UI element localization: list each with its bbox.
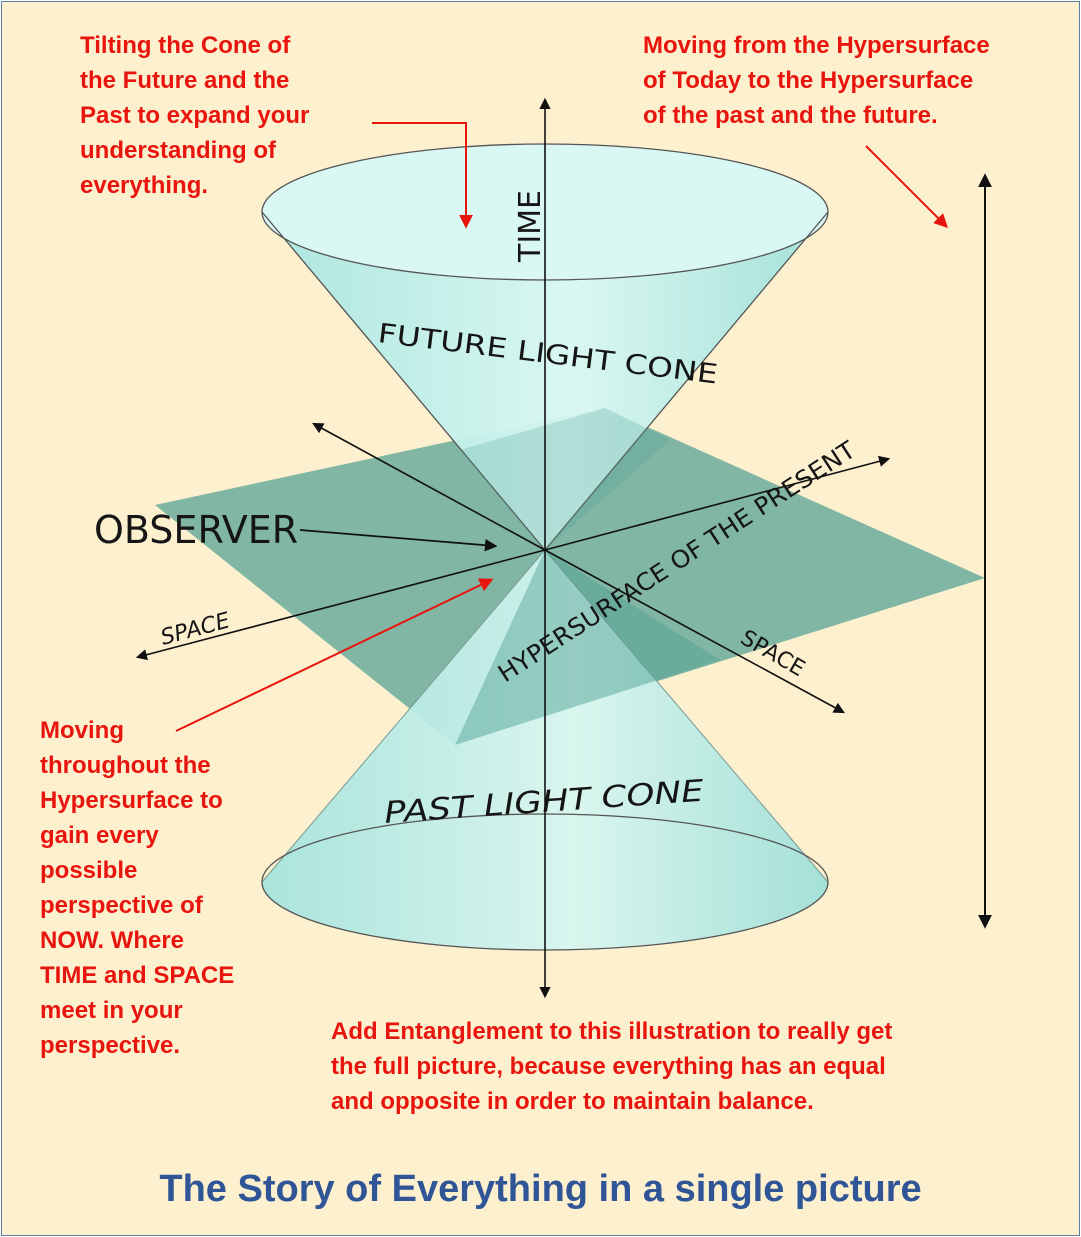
page-title: The Story of Everything in a single pict… xyxy=(0,1168,1081,1211)
entanglement-note: Add Entanglement to this illustration to… xyxy=(331,1014,892,1119)
tilting-cone-note: Tilting the Cone of the Future and the P… xyxy=(80,28,309,203)
hypersurface-pointer-arrow xyxy=(866,146,946,226)
space-left-label: SPACE xyxy=(158,608,233,650)
moving-throughout-note: Moving throughout the Hypersurface to ga… xyxy=(40,713,234,1063)
time-label: TIME xyxy=(513,190,548,263)
observer-label: OBSERVER xyxy=(94,508,298,552)
moving-hypersurface-note: Moving from the Hypersurface of Today to… xyxy=(643,28,990,133)
